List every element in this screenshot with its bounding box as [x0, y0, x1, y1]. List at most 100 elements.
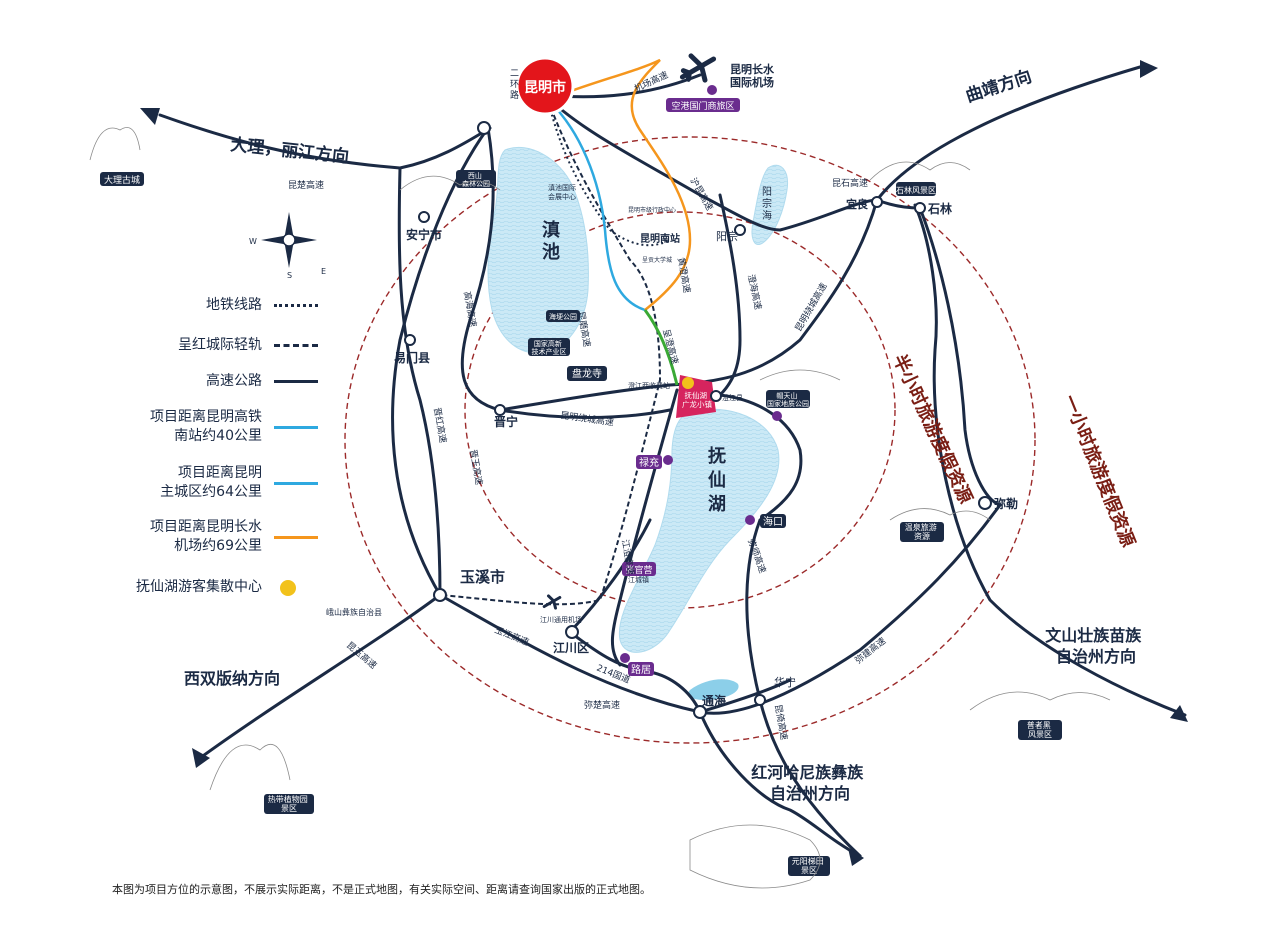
fuxianhu-line1: 抚	[708, 446, 726, 467]
place-labels: 昆明长水 国际机场 安宁市 易门县 晋宁 玉溪市 江川区 通海 华宁 弥勒 阳宗…	[326, 62, 1018, 708]
univ-city-label: 呈贡大学城	[642, 256, 672, 264]
tropical-badge: 热带植物园 景区	[268, 794, 311, 813]
honghe-line1: 红河哈尼族彝族	[751, 763, 864, 782]
wenshan-direction: 文山壮族苗族 自治州方向	[1045, 626, 1147, 666]
road-kunshi: 昆石高速	[832, 177, 868, 189]
yangzonghai-label: 阳 宗 海	[762, 186, 775, 222]
yuxi-label: 玉溪市	[460, 568, 505, 586]
tonghai-label: 通海	[702, 693, 726, 708]
legend-label: 项目距离昆明长水 机场约69公里	[150, 519, 262, 554]
shilin-label: 石林	[927, 201, 952, 216]
panlongsi-label: 盘龙寺	[572, 367, 602, 380]
hightech-label: 国家高新 技术产业区	[532, 339, 567, 356]
blue-route-south-station	[547, 99, 646, 312]
road-huangcheng: 黄澄高速	[675, 256, 693, 294]
mengtian-line1: 帽天山	[776, 391, 797, 400]
one-hour-ring-label: 一小时旅游度假资源	[1058, 392, 1139, 550]
shilin-scenic-label: 石林风景区	[896, 185, 936, 195]
road-kunming-ring: 昆明绕城高速	[560, 409, 615, 428]
yangzonghai-line2: 宗	[762, 197, 772, 210]
dianchi-lake	[487, 146, 589, 354]
kunming-south-label: 昆明南站	[640, 232, 680, 245]
road-mizhu: 弥楚高速	[584, 699, 620, 711]
yimen-label: 易门县	[394, 350, 430, 365]
legend-key-dot	[280, 579, 296, 596]
road-kunmo: 昆磨高速	[575, 310, 593, 348]
puzhehei-badge: 普者黑 风景区	[1027, 720, 1054, 739]
zhangguanying-label: 张官营	[625, 564, 652, 576]
legend-label: 抚仙湖游客集散中心	[136, 579, 262, 595]
road-kunyu: 昆玉高速	[344, 639, 379, 671]
legend-key-solid	[274, 380, 318, 383]
visitor-center-dot	[682, 377, 694, 389]
dianchi-expo-line1: 滇池国际	[548, 183, 576, 192]
wendu-line2: 资源	[914, 531, 930, 541]
haikou-label: 海口	[763, 515, 783, 528]
airport-line2: 国际机场	[730, 75, 774, 89]
dianchi-line1: 滇	[542, 219, 560, 241]
yangzong-label: 阳宗	[716, 229, 738, 243]
legend-item-highway: 高速公路	[90, 372, 330, 391]
wendu-line1: 温泉旅游	[905, 522, 937, 532]
erhuan-line1: 二	[510, 69, 519, 79]
haigeng-label: 海埂公园	[549, 312, 577, 321]
airport-line1: 昆明长水	[730, 62, 775, 76]
road-hurun: 沪昆高速	[687, 176, 715, 213]
compass-w: W	[249, 237, 257, 246]
road-yujiang: 玉江高速	[493, 624, 531, 649]
one-hour-ring	[344, 136, 1036, 744]
legend-label: 高速公路	[206, 373, 262, 389]
legend-key-dotted	[274, 304, 318, 307]
fuxianhu-label: 抚 仙 湖	[708, 446, 732, 515]
erhuan-line3: 路	[510, 89, 519, 101]
tonghai-lake	[687, 679, 739, 700]
wenshan-line2: 自治州方向	[1056, 647, 1136, 666]
wendu-label: 温泉旅游 资源	[905, 522, 940, 541]
hightech-line1: 国家高新	[534, 339, 562, 348]
scenery-sketches	[89, 127, 1111, 889]
puzhehei-line2: 风景区	[1028, 730, 1052, 739]
xishuangbanna-direction: 西双版纳方向	[184, 669, 280, 688]
small-airplane-icon	[542, 594, 562, 610]
yuanyang-line1: 元阳梯田	[792, 856, 824, 866]
legend-item-airport: 项目距离昆明长水 机场约69公里	[90, 518, 330, 556]
legend-key-dashed	[274, 344, 318, 347]
anning-label: 安宁市	[406, 227, 442, 242]
honghe-direction: 红河哈尼族彝族 自治州方向	[751, 763, 869, 803]
fuxian-square-line1: 抚仙湖	[685, 390, 708, 400]
chengjiang-station-label: 澄江西收费站	[628, 381, 670, 390]
erhuan-label: 二 环 路	[510, 69, 522, 101]
road-chenghai: 澄海高速	[745, 273, 764, 311]
yangzonghai-line3: 海	[762, 209, 772, 222]
road-chengjiang: 呈澄高速	[660, 328, 681, 366]
tropical-line1: 热带植物园	[268, 794, 308, 804]
jiangchuan-label: 江川区	[553, 640, 589, 655]
airport-zone-label: 空港国门商旅区	[671, 100, 734, 112]
road-kunchu: 昆楚高速	[288, 179, 324, 191]
metro-line	[547, 99, 671, 247]
fuxianhu-lake	[618, 408, 780, 653]
legend-key-orange	[274, 535, 318, 539]
legend-label: 项目距离昆明高铁 南站约40公里	[150, 409, 262, 444]
compass-s: S	[287, 271, 292, 280]
fuxianhu-line2: 仙	[708, 469, 726, 491]
compass-e: E	[321, 267, 326, 276]
fuxianhu-line3: 湖	[708, 494, 726, 515]
yangzonghai-line1: 阳	[762, 186, 772, 198]
wenshan-line1: 文山壮族苗族	[1045, 626, 1142, 645]
direction-arrows	[140, 60, 1188, 866]
jiangcheng-label: 江城镇	[628, 575, 649, 584]
tropical-line2: 景区	[281, 804, 297, 813]
orange-route-airport	[559, 58, 692, 311]
fuxian-square-label: 抚仙湖 广龙小镇	[682, 390, 712, 409]
city-nodes	[404, 121, 992, 719]
road-kunyi: 昆倚高速	[772, 703, 790, 741]
luju-label: 路居	[631, 663, 651, 676]
fuxian-square-line2: 广龙小镇	[682, 399, 712, 409]
admin-center-label: 昆明市级行政中心	[628, 206, 676, 214]
honghe-line2: 自治州方向	[770, 784, 850, 803]
road-jinhong: 晋红高速	[431, 406, 449, 444]
dianchi-line2: 池	[542, 241, 560, 263]
legend-label: 地铁线路	[206, 297, 262, 313]
